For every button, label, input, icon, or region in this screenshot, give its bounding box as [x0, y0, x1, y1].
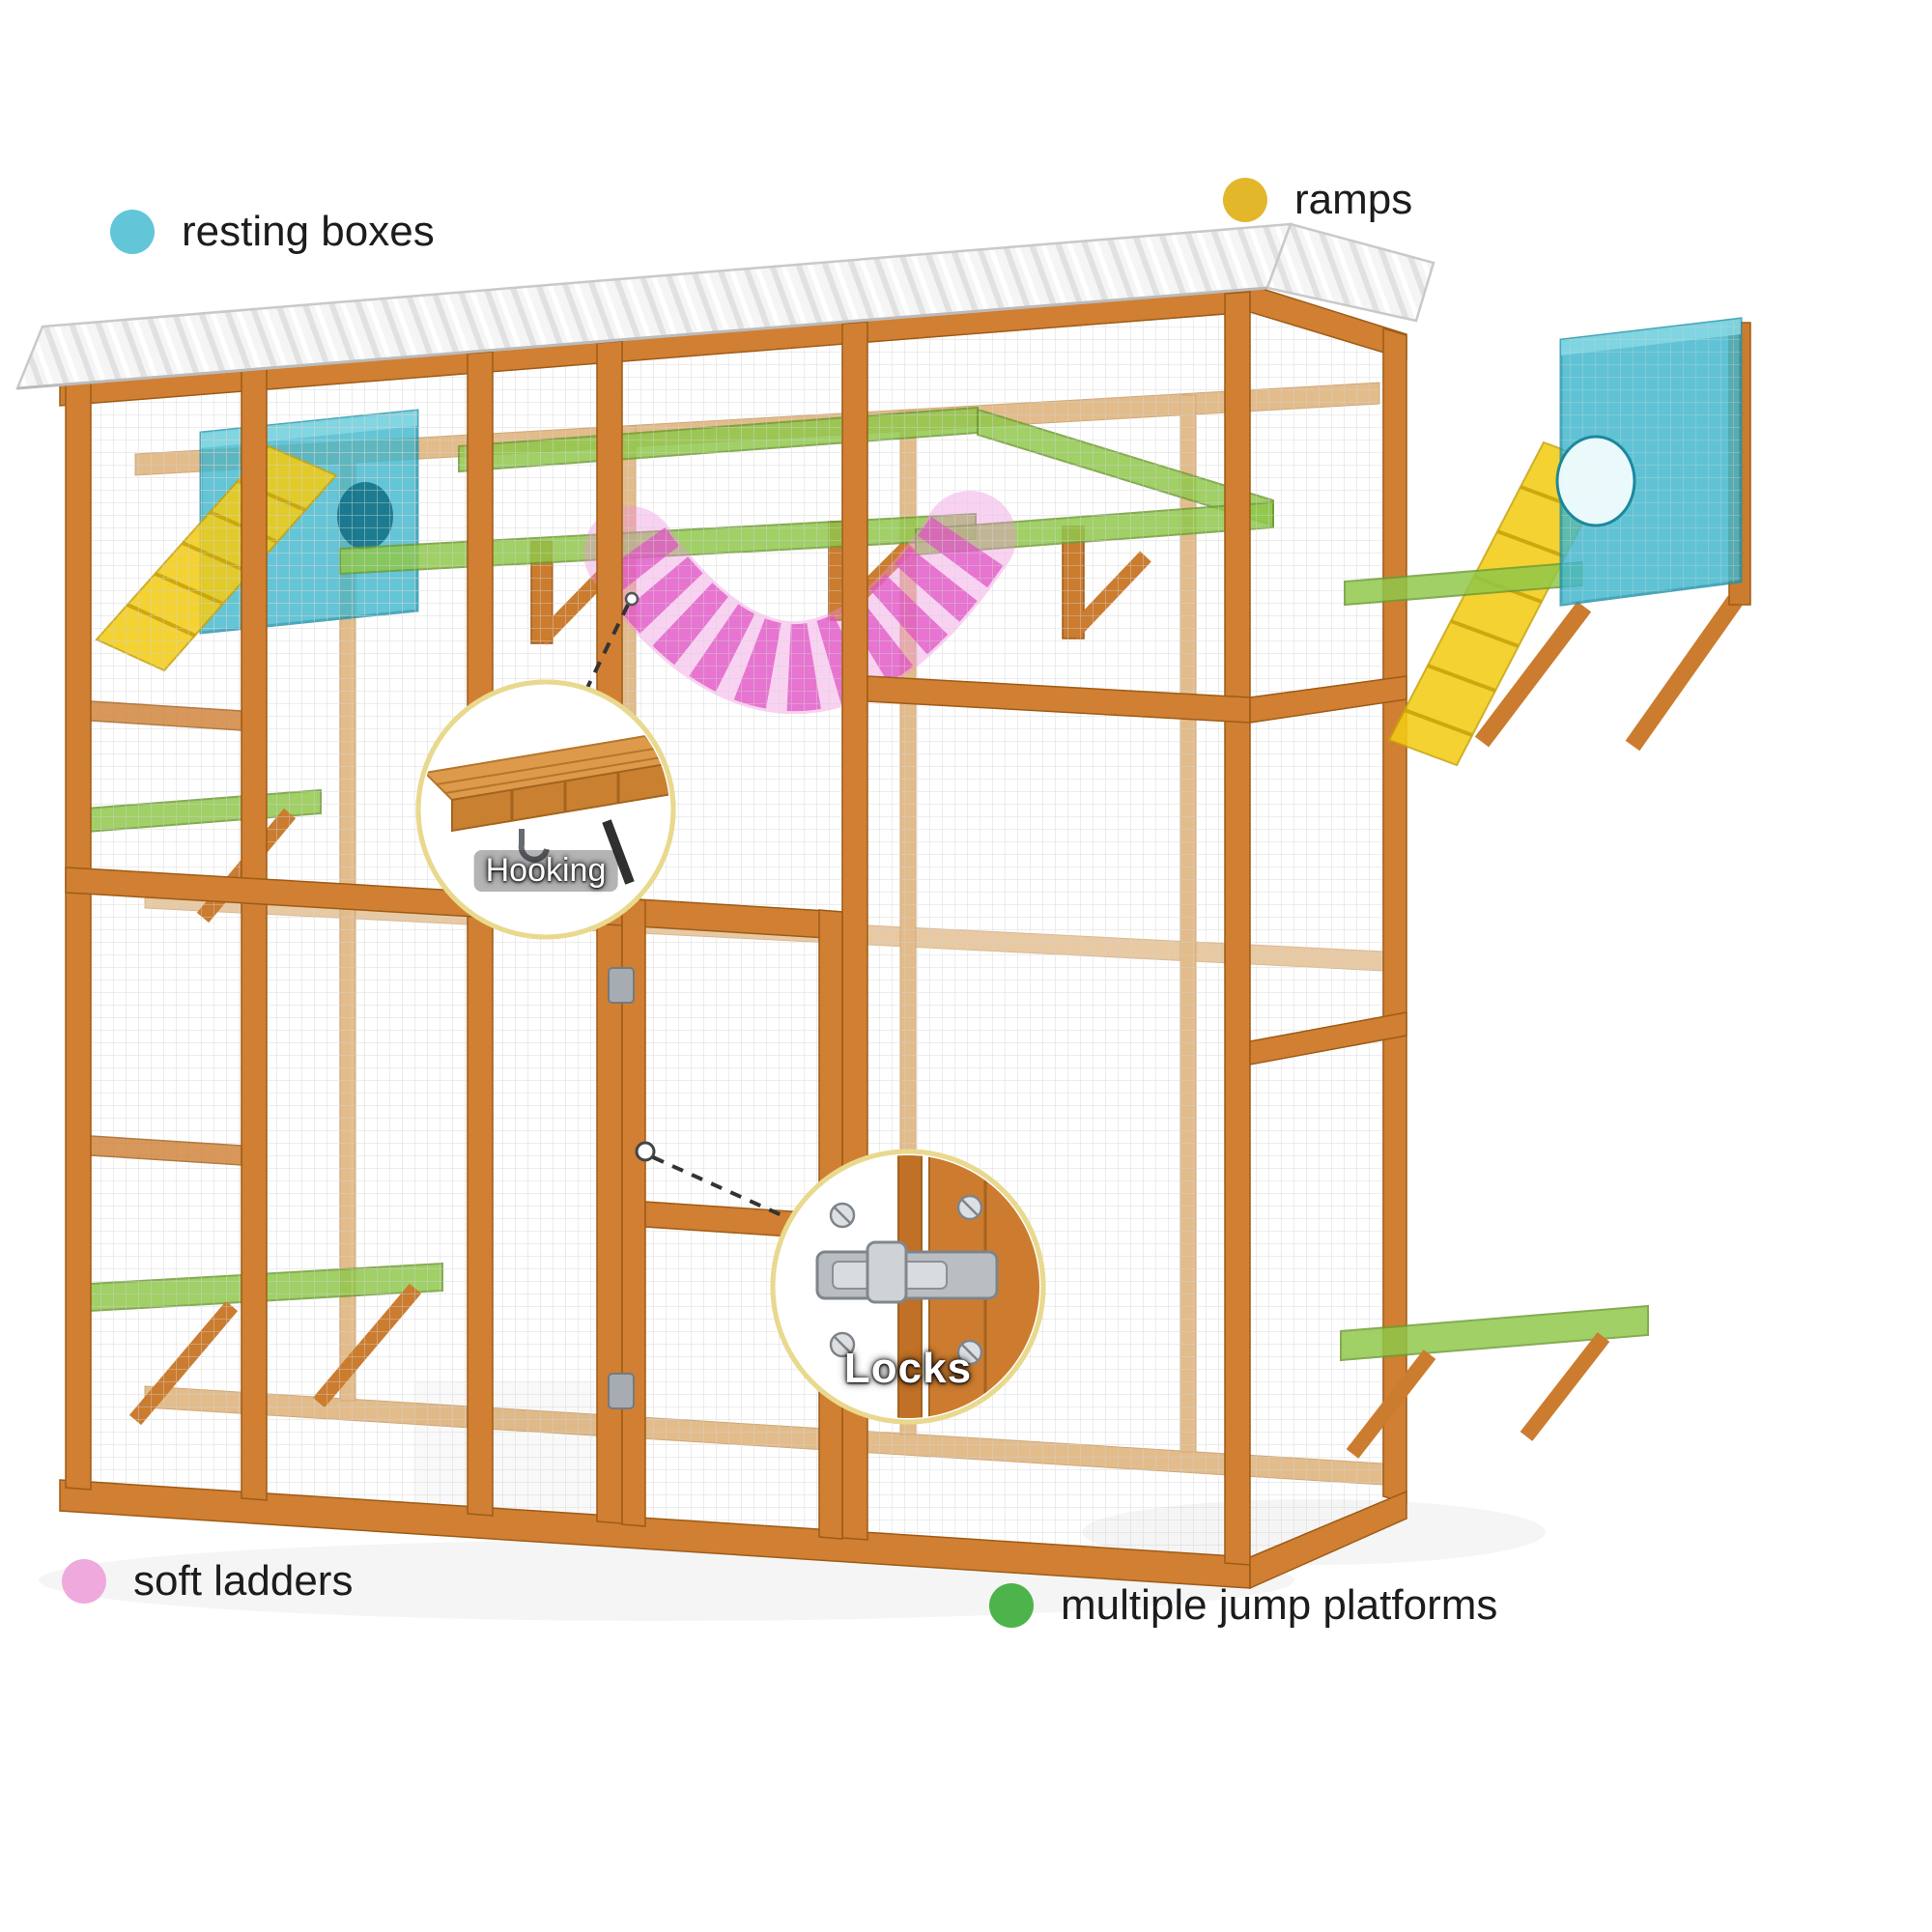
hook-icon	[518, 829, 550, 863]
platform-right-bottom	[1340, 1304, 1649, 1362]
hook-point	[624, 591, 639, 607]
side-mid-rail-1	[1249, 675, 1407, 724]
platform-right-bottom-group	[1340, 1304, 1649, 1459]
box-hole	[1555, 435, 1636, 527]
legend-ramps: ramps	[1223, 178, 1412, 222]
hanging-strap	[602, 819, 635, 885]
hinge-icon	[608, 967, 635, 1004]
post-3	[467, 351, 494, 1517]
hooking-label: Hooking	[473, 850, 618, 892]
legend-resting-boxes-label: resting boxes	[182, 208, 435, 255]
roof	[15, 222, 1435, 390]
hooking-callout	[415, 679, 676, 940]
legend-soft-ladders: soft ladders	[62, 1559, 353, 1604]
locks-label: Locks	[843, 1345, 973, 1392]
hinge-icon	[608, 1373, 635, 1409]
hooking-leader-line	[583, 604, 630, 693]
mesh-side	[1250, 290, 1405, 1569]
legend-ramps-label: ramps	[1294, 176, 1413, 223]
exterior-features	[1340, 317, 1751, 1459]
ramp-right	[1387, 440, 1613, 767]
inner-rail-a	[90, 700, 242, 731]
side-mid-rail-2	[1249, 1011, 1407, 1065]
ramps-dot-icon	[1223, 178, 1267, 222]
resting-box-right	[1474, 317, 1751, 752]
locks-leader-line	[652, 1155, 791, 1221]
legend-soft-ladders-label: soft ladders	[133, 1557, 354, 1605]
post-6	[1224, 291, 1251, 1566]
latch-point	[635, 1141, 656, 1162]
side-frame	[1249, 283, 1407, 1590]
soft-ladders-dot-icon	[62, 1559, 106, 1604]
latch-handle	[866, 1240, 908, 1304]
post-4	[596, 340, 623, 1524]
locks-callout	[770, 1149, 1046, 1425]
inner-rail-b	[90, 1135, 242, 1166]
resting-boxes-dot-icon	[110, 210, 155, 254]
legend-jump-platforms-label: multiple jump platforms	[1061, 1581, 1498, 1629]
post-1	[65, 381, 92, 1491]
side-bottom-rail	[1249, 1490, 1407, 1590]
post-2	[241, 368, 268, 1501]
pointers	[583, 591, 791, 1221]
legend-resting-boxes: resting boxes	[110, 210, 435, 254]
legend-jump-platforms: multiple jump platforms	[989, 1583, 1497, 1628]
latch-screws	[829, 1194, 983, 1366]
jump-platforms-dot-icon	[989, 1583, 1034, 1628]
